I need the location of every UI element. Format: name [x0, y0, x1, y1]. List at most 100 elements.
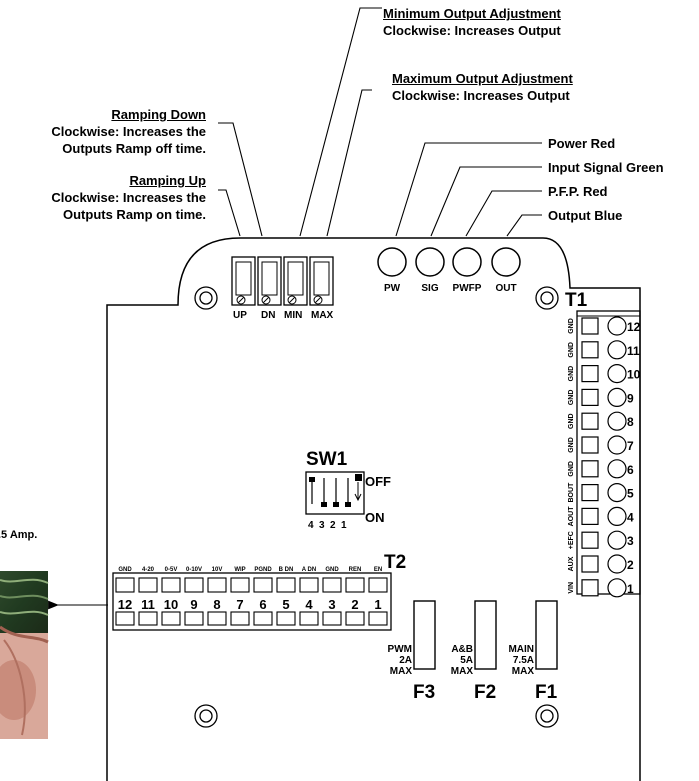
dip-toggle-2[interactable] [333, 502, 339, 507]
sw1-off-label: OFF [365, 474, 391, 489]
pot-up[interactable] [231, 256, 256, 306]
t2-upper-box [253, 577, 273, 593]
power-led-label: Power Red [548, 136, 616, 151]
t1-screw-box [581, 341, 599, 359]
t2-pin-label: B DN [279, 567, 294, 573]
pot-label-dn: DN [261, 310, 275, 321]
t2-pin-label: REN [349, 567, 362, 573]
t1-pin-label: GND [568, 461, 575, 477]
t1-pin-label: GND [568, 342, 575, 358]
t2-pin-number: 3 [328, 597, 335, 612]
t2-terminal-10[interactable]: 0-5V 10 [161, 567, 181, 626]
sw1-number-3: 3 [319, 520, 325, 531]
t1-screw-box [581, 412, 599, 430]
t1-pin-label: GND [568, 318, 575, 334]
fuse-f1: MAIN 7.5A MAX F1 [508, 600, 558, 703]
t2-terminal-5[interactable]: B DN5 [276, 567, 296, 626]
t2-pin-number: 10 [164, 597, 178, 612]
t1-pin-number: 9 [627, 391, 634, 405]
t2-upper-box [368, 577, 388, 593]
t2-terminal-1[interactable]: EN1 [368, 567, 388, 626]
t2-lower-box [322, 611, 342, 626]
t2-pin-label: 10V [212, 567, 223, 573]
pot-label-min: MIN [284, 310, 302, 321]
ramp-down-heading: Ramping Down [111, 107, 206, 122]
led-label-sig: SIG [421, 283, 438, 294]
dip-toggle-4[interactable] [309, 477, 315, 482]
max-adjust-heading: Maximum Output Adjustment [392, 71, 573, 86]
t1-pin-label: VIN [568, 582, 575, 594]
t2-lower-box [161, 611, 181, 626]
t2-lower-box [253, 611, 273, 626]
t2-lower-box [115, 611, 135, 626]
pot-min[interactable] [283, 256, 308, 306]
t1-pin-label: GND [568, 390, 575, 406]
t1-terminal-hole [607, 554, 627, 574]
t2-pin-number: 7 [236, 597, 243, 612]
t1-pin-label: +EFC [568, 531, 575, 549]
sw1-number-1: 1 [341, 520, 347, 531]
t2-terminal-block: T2 GND124-20110-5V100-10V910V8WIP7PGND6B… [112, 552, 406, 631]
output-led-label: Output Blue [548, 208, 623, 223]
t2-pin-label: 0-5V [165, 567, 178, 573]
ramp-up-callout: Ramping Up Clockwise: Increases the Outp… [51, 172, 206, 223]
fuse-f1-line-3: MAX [512, 666, 535, 677]
ramp-up-heading: Ramping Up [129, 173, 206, 188]
t2-lower-box [345, 611, 365, 626]
min-adjust-callout: Minimum Output Adjustment Clockwise: Inc… [383, 5, 561, 39]
dip-toggle-1[interactable] [345, 502, 351, 507]
t2-title: T2 [384, 552, 406, 573]
dip-toggle-3[interactable] [321, 502, 327, 507]
t1-screw-box [581, 507, 599, 525]
t1-screw-box [581, 388, 599, 406]
t2-pin-label: A DN [302, 567, 316, 573]
min-adjust-heading: Minimum Output Adjustment [383, 6, 561, 21]
fuse-f3-id: F3 [413, 682, 435, 703]
led-label-pwfp: PWFP [453, 283, 482, 294]
sw1-number-2: 2 [330, 520, 336, 531]
t2-pin-number: 9 [190, 597, 197, 612]
t1-pin-label: AUX [568, 556, 575, 571]
pot-label-up: UP [233, 310, 247, 321]
pot-dn[interactable] [257, 256, 282, 306]
t1-pin-label: BOUT [568, 482, 575, 503]
t2-terminal-7[interactable]: WIP 7 [230, 567, 250, 626]
t1-body [576, 310, 641, 595]
t2-upper-box [345, 577, 365, 593]
led-pw [377, 247, 407, 277]
t1-screw-box [581, 317, 599, 335]
t1-terminal-9[interactable]: GND 9 [568, 387, 634, 407]
fuse-f1-id: F1 [535, 682, 558, 703]
fuse-f2-line-3: MAX [451, 666, 474, 677]
ramp-up-desc-2: Outputs Ramp on time. [63, 207, 206, 222]
t2-body [112, 572, 392, 631]
sw1-number-4: 4 [308, 520, 314, 531]
t2-upper-box [207, 577, 227, 593]
mounting-hole-bottom-right [535, 704, 559, 728]
t1-terminal-hole [607, 435, 627, 455]
t2-terminal-4[interactable]: A DN4 [299, 567, 319, 626]
t2-lower-box [368, 611, 388, 626]
pot-max[interactable] [309, 256, 334, 306]
t2-pin-label: WIP [234, 567, 245, 573]
ramp-down-desc-1: Clockwise: Increases the [51, 124, 206, 139]
